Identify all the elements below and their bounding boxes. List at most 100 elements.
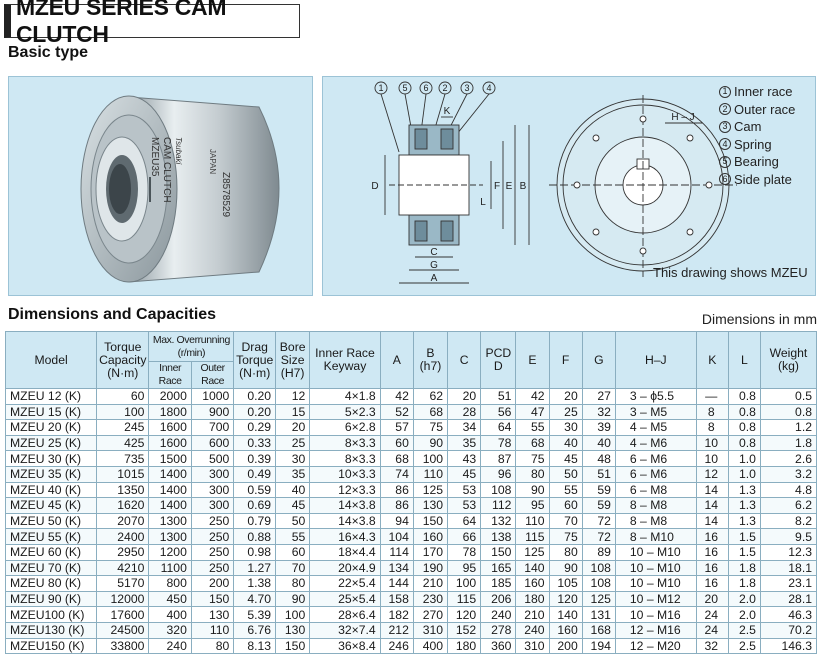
unit-note: Dimensions in mm <box>701 311 817 327</box>
part-num: 2 <box>719 103 731 116</box>
part-name: Spring <box>734 136 772 152</box>
cell-pcd: 150 <box>480 543 517 561</box>
cell-e: 110 <box>515 512 550 530</box>
cell-model: MZEU 12 (K) <box>4 388 98 405</box>
cell-f: 50 <box>548 465 583 483</box>
cell-hj: 6 – M8 <box>614 481 697 499</box>
cell-bore: 90 <box>275 590 311 608</box>
cell-keyway: 22×5.4 <box>309 575 381 592</box>
cell-g: 27 <box>581 388 616 405</box>
cell-a: 114 <box>379 543 414 561</box>
dim-label-g: G <box>430 260 438 271</box>
cell-bore: 30 <box>275 450 311 467</box>
cell-e: 68 <box>515 434 550 452</box>
cell-keyway: 32×7.4 <box>309 621 381 639</box>
cell-outer-race: 250 <box>190 528 235 545</box>
cell-f: 105 <box>548 575 583 592</box>
cell-b: 75 <box>412 419 449 436</box>
section-drawing: 1 5 6 2 3 4 K D F E B L C G A H – J <box>371 81 737 284</box>
part-num: 3 <box>719 120 731 133</box>
cell-k: 24 <box>695 621 729 639</box>
cell-a: 57 <box>379 419 414 436</box>
photo-label-3: JAPAN <box>208 149 217 175</box>
cell-torque: 1015 <box>96 465 150 483</box>
cell-torque: 2400 <box>96 528 150 545</box>
dimensions-heading: Dimensions and Capacities <box>8 306 217 323</box>
cell-b: 62 <box>412 388 449 405</box>
cell-model: MZEU 40 (K) <box>4 481 98 499</box>
cell-torque: 2070 <box>96 512 150 530</box>
cell-k: — <box>695 388 729 405</box>
cell-keyway: 14×3.8 <box>309 497 381 514</box>
cell-a: 134 <box>379 559 414 577</box>
photo-label-2: MZEU35 <box>149 137 160 177</box>
cell-b: 190 <box>412 559 449 577</box>
cell-c: 34 <box>447 419 482 436</box>
cell-l: 1.5 <box>727 528 761 545</box>
cell-g: 72 <box>581 512 616 530</box>
cell-l: 2.5 <box>727 637 761 655</box>
cell-l: 1.0 <box>727 465 761 483</box>
cell-l: 1.3 <box>727 497 761 514</box>
cell-pcd: 87 <box>480 450 517 467</box>
cell-b: 100 <box>412 450 449 467</box>
callout-4: 4 <box>486 83 491 93</box>
cell-outer-race: 250 <box>190 543 235 561</box>
cell-g: 48 <box>581 450 616 467</box>
cell-c: 53 <box>447 481 482 499</box>
cell-model: MZEU 90 (K) <box>4 590 98 608</box>
cell-k: 20 <box>695 590 729 608</box>
cell-pcd: 240 <box>480 606 517 623</box>
cell-a: 94 <box>379 512 414 530</box>
cell-drag: 5.39 <box>233 606 277 623</box>
cell-outer-race: 250 <box>190 559 235 577</box>
cell-g: 131 <box>581 606 616 623</box>
cell-drag: 0.49 <box>233 465 277 483</box>
cell-pcd: 51 <box>480 388 517 405</box>
header-outer-race: Outer Race <box>190 361 235 389</box>
cell-a: 158 <box>379 590 414 608</box>
cell-f: 20 <box>548 388 583 405</box>
cell-a: 144 <box>379 575 414 592</box>
cell-hj: 10 – M16 <box>614 606 697 623</box>
cell-weight: 0.8 <box>759 403 818 421</box>
header-bore: Bore Size (H7) <box>275 331 311 389</box>
cell-inner-race: 800 <box>148 575 192 592</box>
cell-outer-race: 700 <box>190 419 235 436</box>
header-inner-race: Inner Race <box>148 361 192 389</box>
cell-model: MZEU 35 (K) <box>4 465 98 483</box>
cell-inner-race: 450 <box>148 590 192 608</box>
cell-weight: 2.6 <box>759 450 818 467</box>
cell-hj: 6 – M6 <box>614 465 697 483</box>
header-drag: Drag Torque (N·m) <box>233 331 277 389</box>
cell-model: MZEU 15 (K) <box>4 403 98 421</box>
cell-bore: 70 <box>275 559 311 577</box>
callout-3: 3 <box>464 83 469 93</box>
cell-b: 210 <box>412 575 449 592</box>
cell-drag: 1.38 <box>233 575 277 592</box>
cell-drag: 0.39 <box>233 450 277 467</box>
cell-outer-race: 300 <box>190 481 235 499</box>
cell-outer-race: 300 <box>190 465 235 483</box>
cell-hj: 4 – M6 <box>614 434 697 452</box>
cell-pcd: 278 <box>480 621 517 639</box>
cell-bore: 130 <box>275 621 311 639</box>
cell-torque: 12000 <box>96 590 150 608</box>
callout-2: 2 <box>442 83 447 93</box>
cell-b: 110 <box>412 465 449 483</box>
cell-model: MZEU 45 (K) <box>4 497 98 514</box>
cell-drag: 0.69 <box>233 497 277 514</box>
cell-k: 16 <box>695 543 729 561</box>
cell-hj: 4 – M5 <box>614 419 697 436</box>
cell-pcd: 360 <box>480 637 517 655</box>
photo-label-1: CAM CLUTCH <box>161 137 172 203</box>
cell-inner-race: 1100 <box>148 559 192 577</box>
cell-f: 30 <box>548 419 583 436</box>
cell-a: 182 <box>379 606 414 623</box>
cell-keyway: 36×8.4 <box>309 637 381 655</box>
cell-model: MZEU100 (K) <box>4 606 98 623</box>
header-k: K <box>695 331 729 389</box>
